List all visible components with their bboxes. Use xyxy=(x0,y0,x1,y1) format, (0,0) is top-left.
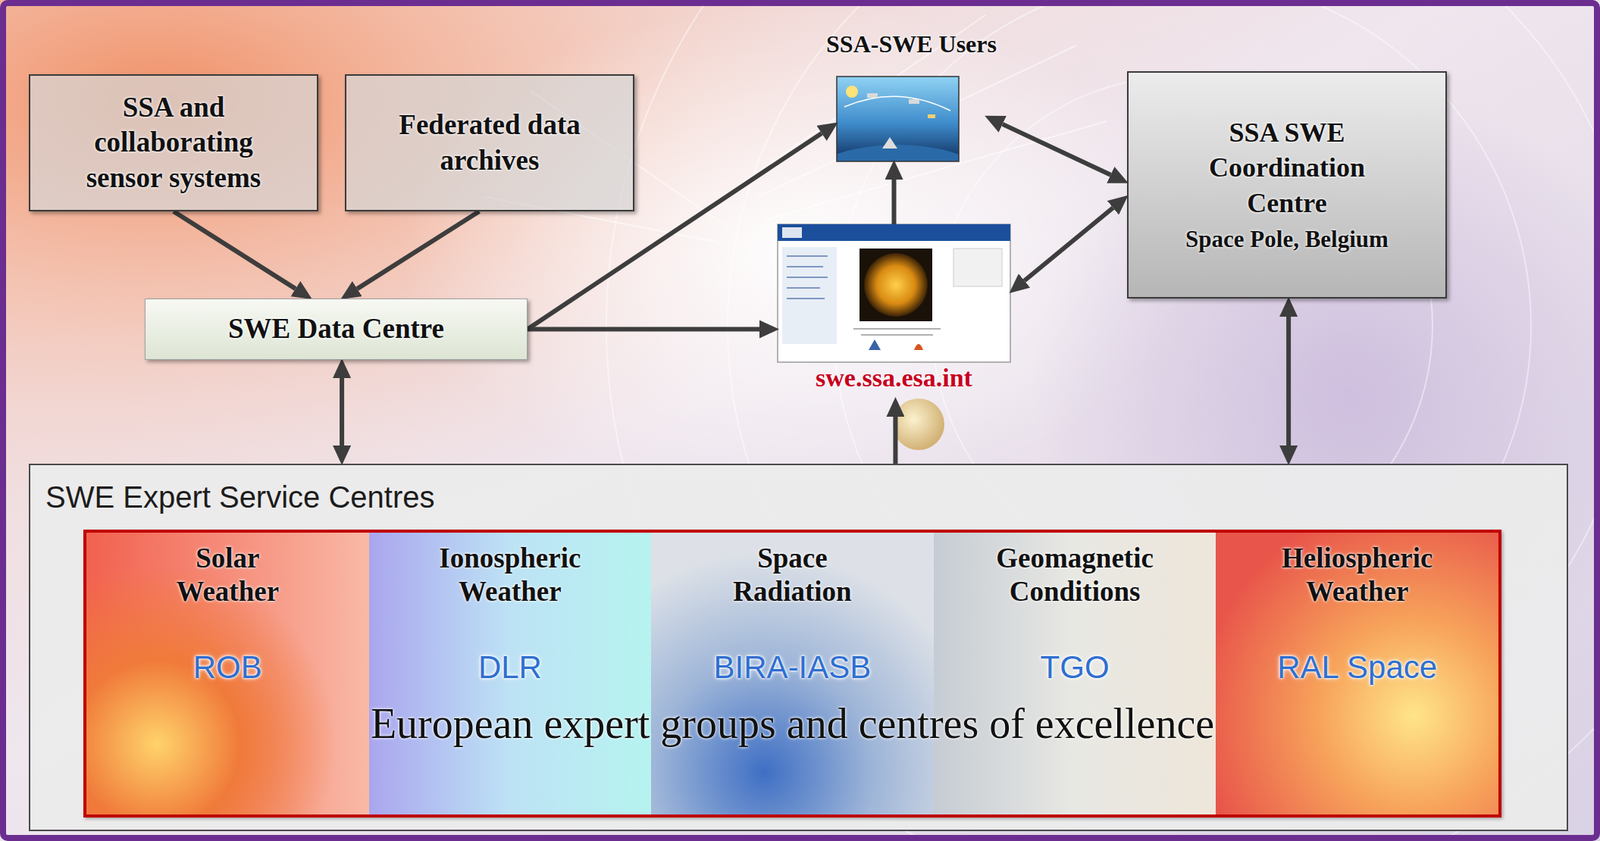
band-heading: Solar Weather xyxy=(175,541,279,610)
centre-name: RAL Space xyxy=(1277,648,1438,687)
centre-name: BIRA-IASB xyxy=(713,648,872,687)
sensor-box: SSA and collaborating sensor systems xyxy=(28,74,319,212)
url-label: swe.ssa.esa.int xyxy=(815,363,973,395)
centre-name: DLR xyxy=(478,648,542,687)
expertise-band: Ionospheric WeatherDLR xyxy=(369,532,652,815)
website-screenshot xyxy=(777,224,1011,363)
archive-box: Federated data archives xyxy=(344,74,635,212)
panel-heading: SWE Expert Service Centres xyxy=(45,479,436,516)
picture-heading: SSA-SWE Users xyxy=(826,29,997,59)
connector-arrow xyxy=(527,327,760,332)
connector-arrow xyxy=(892,179,897,225)
box-label: Federated data archives xyxy=(361,107,618,179)
data-centre-box: SWE Data Centre xyxy=(144,298,528,361)
expertise-band: Heliospheric WeatherRAL Space xyxy=(1215,532,1499,815)
service-centres-panel: Solar WeatherROBIonospheric WeatherDLRSp… xyxy=(28,463,1569,832)
connector-arrow xyxy=(1286,316,1291,446)
band-heading: Geomagnetic Conditions xyxy=(995,541,1154,610)
connector-arrow xyxy=(356,211,480,289)
frame-caption: European expert groups and centres of ex… xyxy=(86,698,1499,750)
centre-name: TGO xyxy=(1040,648,1110,687)
box-subtitle: Space Pole, Belgium xyxy=(1185,224,1389,255)
connector-arrow xyxy=(1024,207,1114,281)
website-picture: swe.ssa.esa.int xyxy=(777,224,1011,399)
frame-border xyxy=(3,3,1597,839)
box-heading: SSA SWE Coordination Centre xyxy=(1173,115,1401,222)
band-heading: Space Radiation xyxy=(732,541,852,610)
connector-arrow xyxy=(339,378,345,446)
users-picture: SSA-SWE Users xyxy=(836,76,987,162)
expertise-band: Geomagnetic ConditionsTGO xyxy=(933,532,1217,815)
box-label: SSA and collaborating sensor systems xyxy=(67,90,280,196)
centre-name: ROB xyxy=(193,648,263,687)
connector-arrow xyxy=(173,211,296,289)
expertise-band: Solar WeatherROB xyxy=(86,532,370,815)
box-label: SWE Data Centre xyxy=(228,311,445,347)
connector-arrow xyxy=(892,416,898,464)
band-heading: Ionospheric Weather xyxy=(438,541,581,610)
expertise-band: Space RadiationBIRA-IASB xyxy=(651,532,934,815)
expert-group-frame: Solar WeatherROBIonospheric WeatherDLRSp… xyxy=(83,529,1502,818)
band-heading: Heliospheric Weather xyxy=(1281,541,1433,610)
connector-arrow xyxy=(1002,124,1112,176)
coordination-box: SSA SWE Coordination CentreSpace Pole, B… xyxy=(1127,71,1447,299)
